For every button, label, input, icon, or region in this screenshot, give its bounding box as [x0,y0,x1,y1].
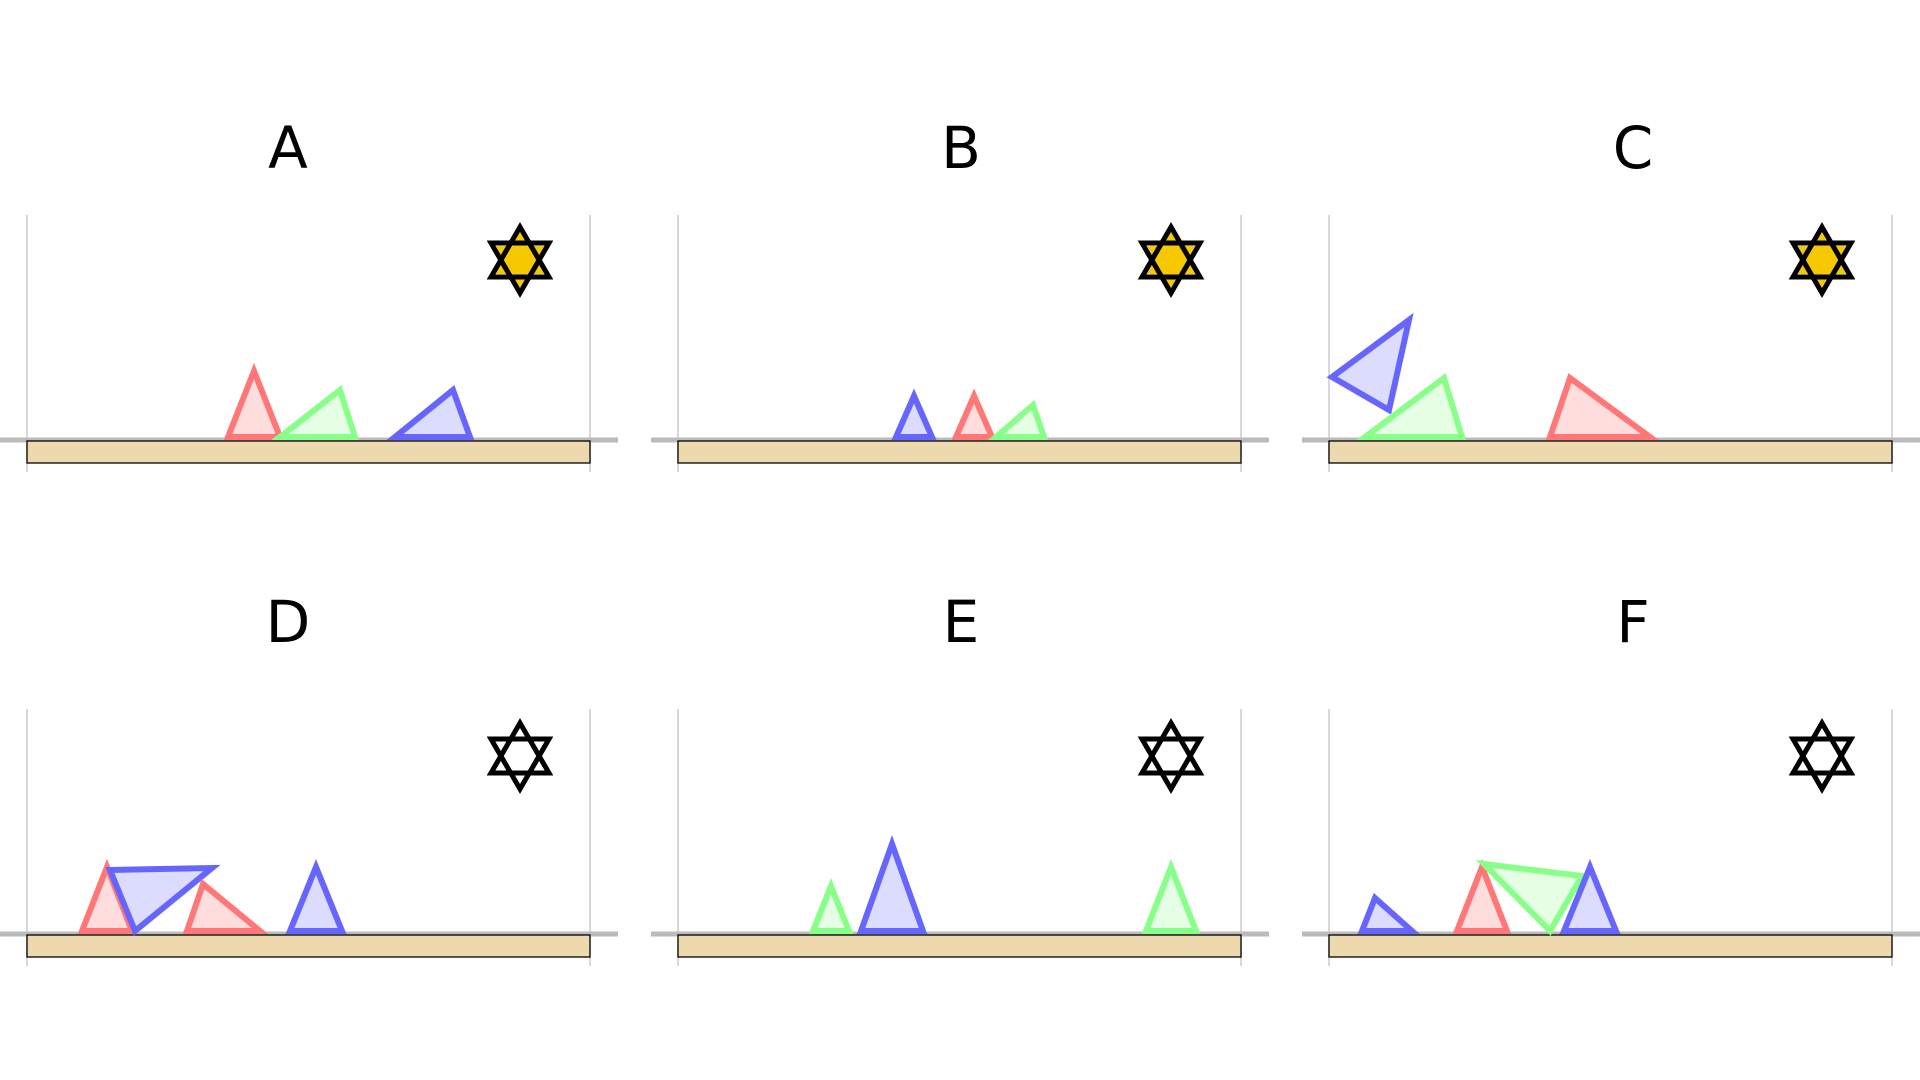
star-outline-up [1788,718,1856,776]
panel-f: F [1302,588,1920,966]
panel-d: D [0,588,618,966]
star-outline-down [1788,240,1856,298]
panel-e: E [651,588,1269,966]
star-outline-up [1137,222,1205,280]
triangle-piece [182,878,269,934]
panel-title: E [943,588,980,656]
shelf [26,440,591,464]
star-fill [1798,246,1846,288]
star-outline-down [1788,736,1856,794]
triangle-piece [1326,312,1414,415]
star-icon [486,718,554,794]
star-outline-up [486,222,554,280]
shape-row [77,858,347,936]
panel-a: A [0,114,618,472]
star-outline-up [1788,222,1856,280]
shape-row [1326,312,1660,440]
panel-title: D [266,588,311,656]
panel-title: C [1613,114,1654,182]
star-fill [496,246,544,288]
star-fill [1147,246,1195,288]
shape-row [891,388,1049,440]
star-outline-down [1137,736,1205,794]
triangle-piece [1559,859,1621,934]
triangle-piece [987,399,1049,440]
star-outline-down [1137,240,1205,298]
shelf [26,934,591,958]
triangle-piece [1355,373,1467,440]
panel-c: C [1302,114,1920,472]
shelf [1328,934,1893,958]
triangle-piece [223,362,285,440]
triangle-piece [386,385,475,440]
triangle-piece [285,859,347,934]
star-outline-down [486,240,554,298]
star-outline-up [486,718,554,776]
triangle-piece [808,877,854,934]
star-icon [1137,222,1205,298]
triangle-piece [271,384,360,440]
shelf [1328,440,1893,464]
triangle-piece [1141,858,1201,934]
triangle-piece [1475,859,1587,936]
panel-title: A [268,114,308,182]
panel-title: F [1616,588,1649,656]
shape-row [808,835,1201,934]
star-outline-up [1137,718,1205,776]
triangle-piece [891,388,937,440]
triangle-piece [105,864,221,936]
shelf [677,934,1242,958]
panel-b: B [651,114,1269,472]
star-icon [1137,718,1205,794]
star-icon [1788,222,1856,298]
shape-row [223,362,475,440]
triangle-piece [1357,892,1420,934]
triangle-piece [856,835,928,934]
star-outline-down [486,736,554,794]
triangle-piece [951,388,997,440]
triangle-piece [1545,373,1660,440]
triangle-piece [1452,858,1512,934]
panel-title: B [941,114,981,182]
shape-row [1357,858,1621,936]
shelf [677,440,1242,464]
star-icon [1788,718,1856,794]
star-icon [486,222,554,298]
